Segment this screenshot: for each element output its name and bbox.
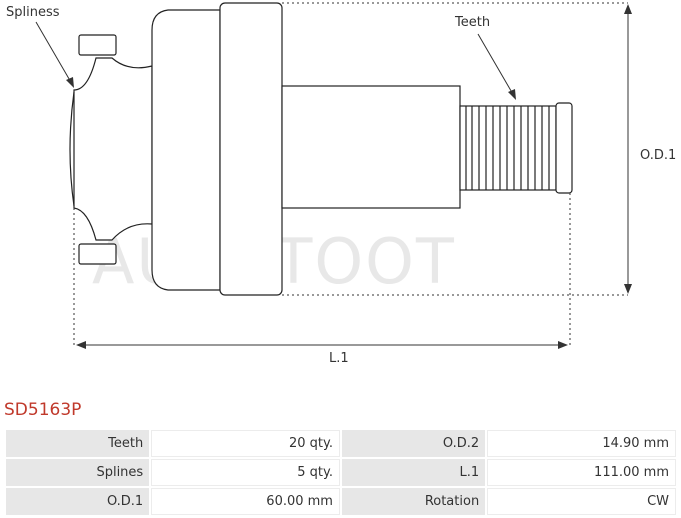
od1-label: O.D.1 [640,148,676,163]
od1-dimension: O.D.1 [624,4,676,294]
table-row: Teeth 20 qty. O.D.2 14.90 mm [6,430,676,457]
spec-value: 60.00 mm [151,488,340,515]
spec-value: 20 qty. [151,430,340,457]
starter-drive-drawing: AUTOTOOT L.1 [6,2,676,366]
spec-value: 111.00 mm [487,459,676,486]
spec-label: Rotation [341,488,486,515]
teeth-callout: Teeth [454,15,516,100]
clutch-body [151,2,283,296]
spec-label: O.D.1 [6,488,150,515]
splines-callout: Spliness [6,5,74,88]
table-row: O.D.1 60.00 mm Rotation CW [6,488,676,515]
spec-value: 14.90 mm [487,430,676,457]
spec-label: Splines [6,459,150,486]
teeth-callout-label: Teeth [454,15,490,30]
spec-label: Teeth [6,430,150,457]
l1-dimension: L.1 [76,341,568,366]
l1-label: L.1 [329,351,349,366]
spec-value: 5 qty. [151,459,340,486]
splines-callout-label: Spliness [6,5,60,20]
specs-table: Teeth 20 qty. O.D.2 14.90 mm Splines 5 q… [4,428,678,517]
spec-value: CW [487,488,676,515]
part-number-title: SD5163P [4,400,82,420]
drive-shaft [281,85,461,209]
spec-label: O.D.2 [341,430,486,457]
table-row: Splines 5 qty. L.1 111.00 mm [6,459,676,486]
pinion-gear [459,102,573,194]
spec-label: L.1 [341,459,486,486]
